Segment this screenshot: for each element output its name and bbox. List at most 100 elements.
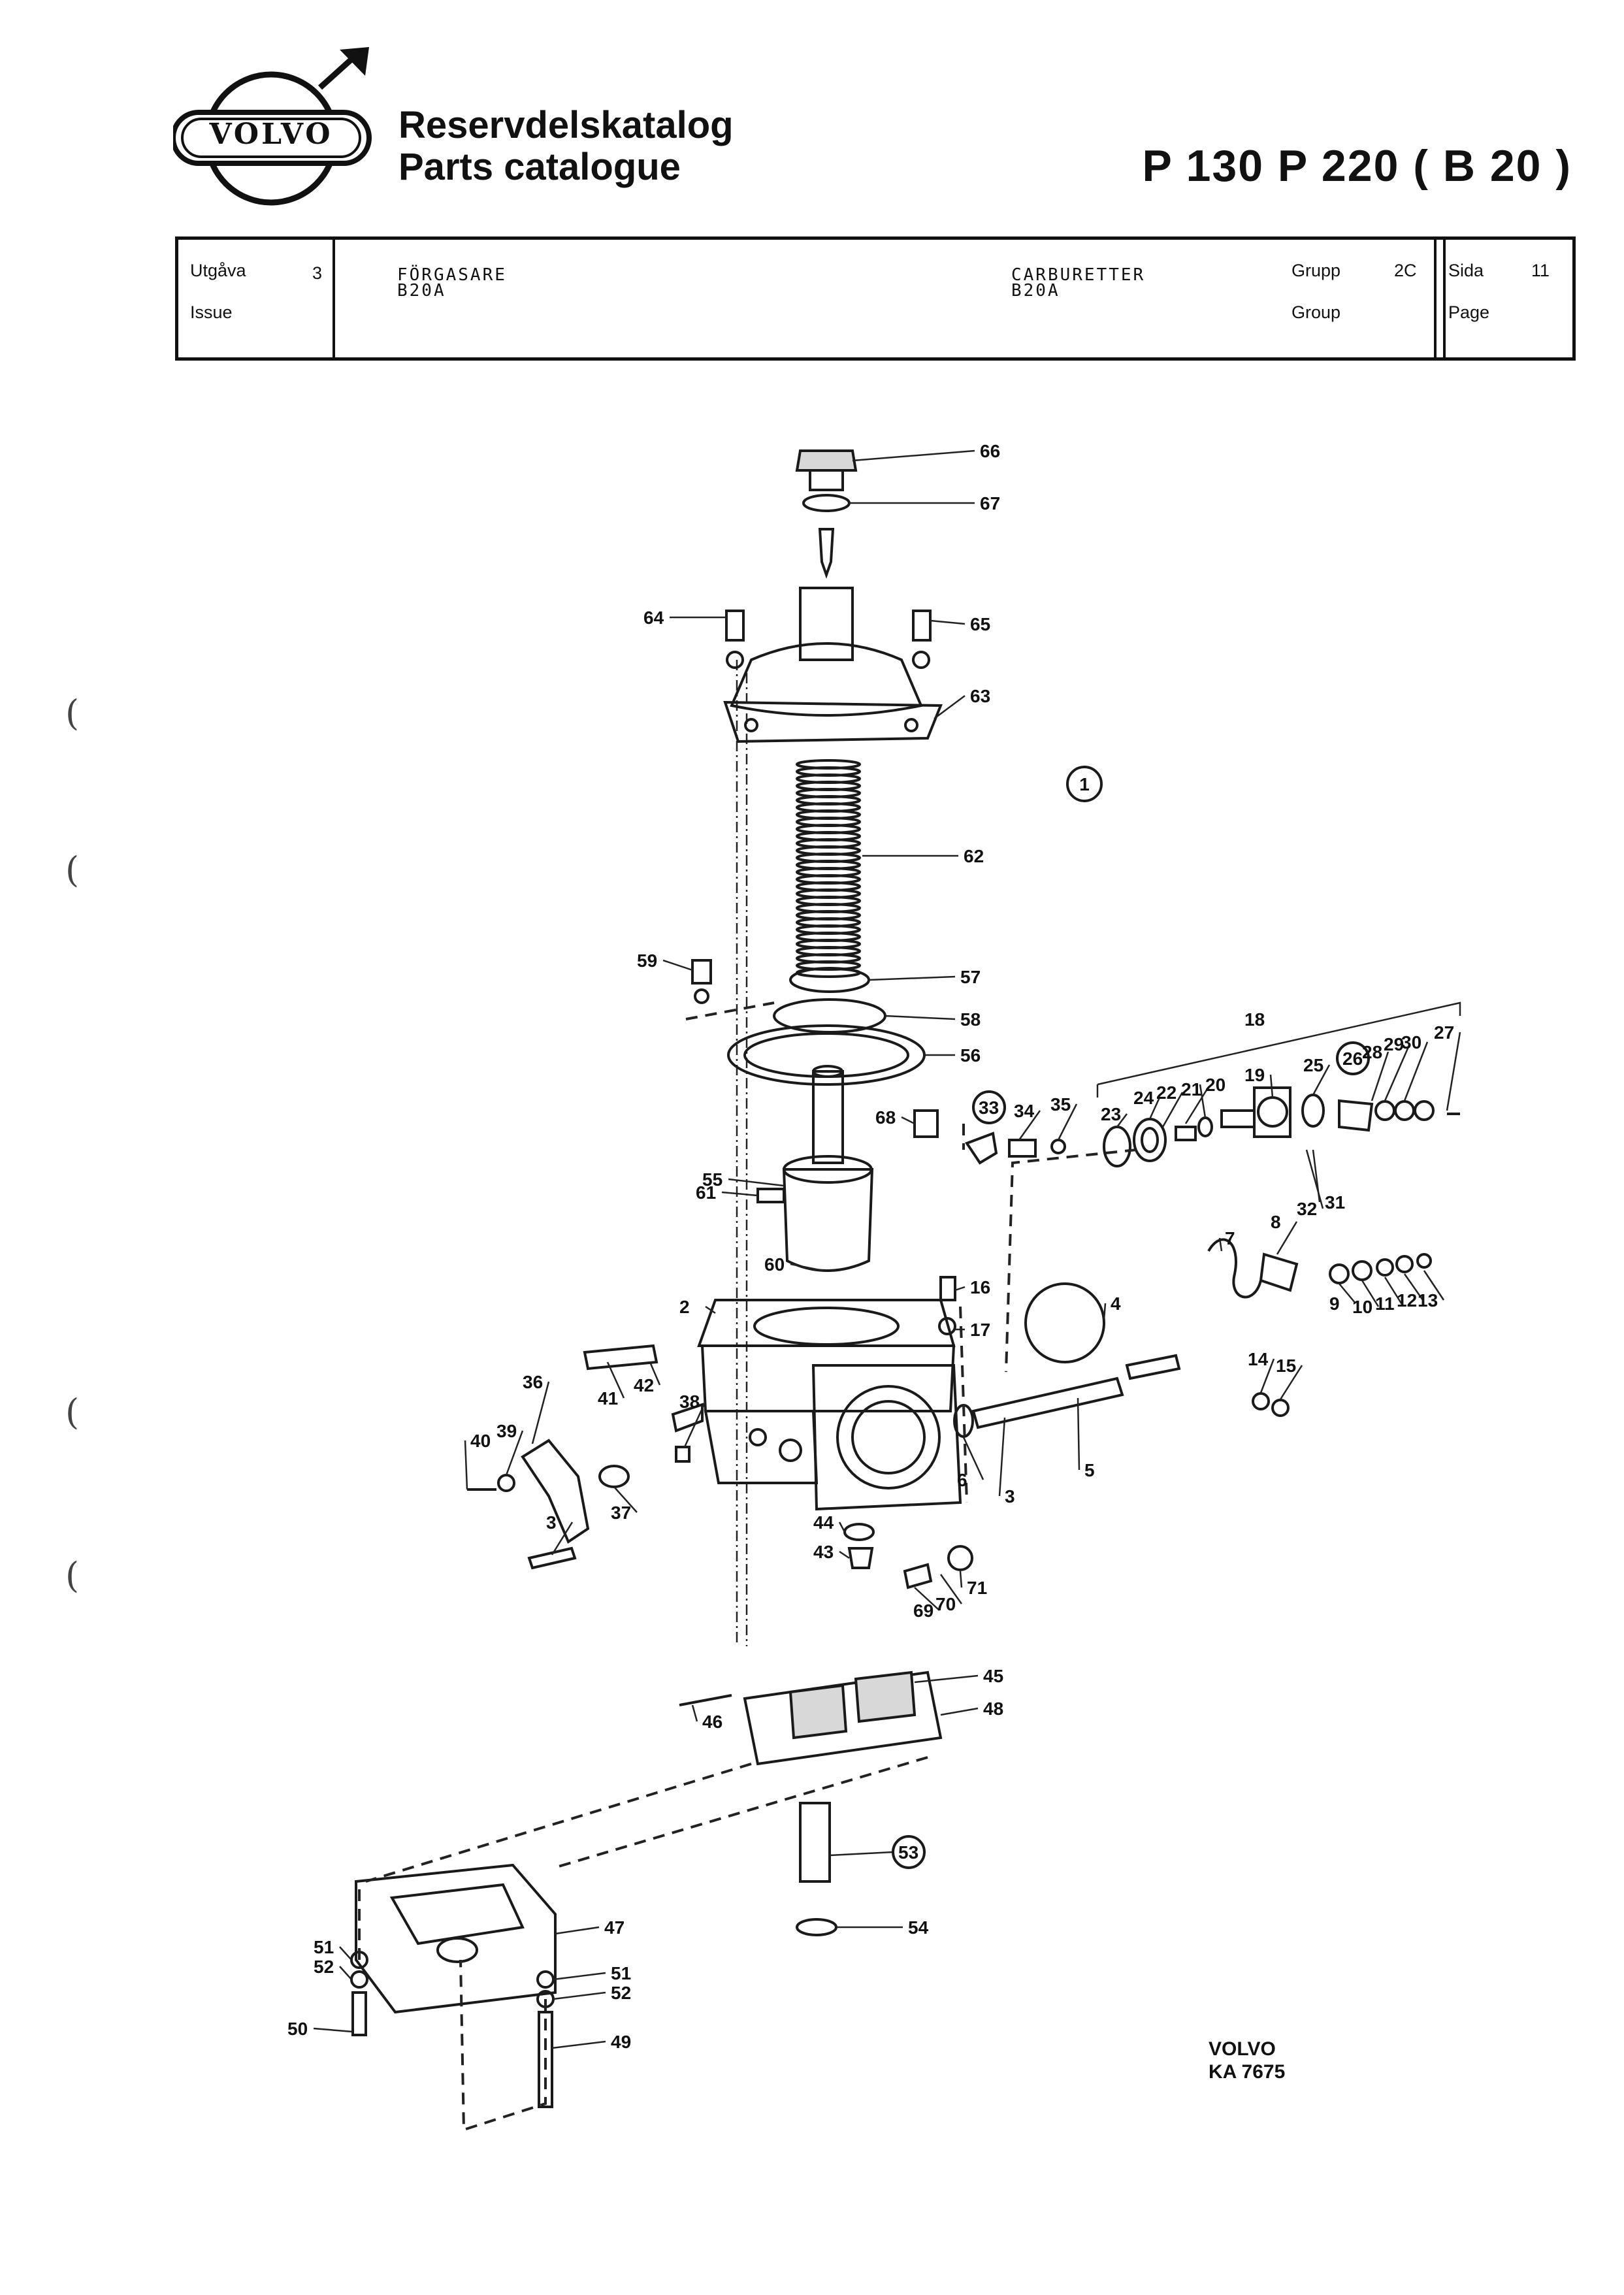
callout-6: 6 [957,1470,967,1490]
part-pin [679,1694,732,1706]
leader-line [662,959,693,971]
leader-line [1305,1149,1324,1209]
leader-line [998,1417,1006,1497]
part-o-ring [802,494,851,512]
leader-line [551,2040,606,2049]
leader-line [1218,1237,1223,1252]
leader-line [1077,1397,1080,1471]
leader-line [930,619,966,625]
leader-line [1116,1113,1128,1128]
callout-42: 42 [634,1375,654,1395]
callout-4: 4 [1111,1294,1121,1314]
issue-label-en: Issue [190,302,233,322]
page-label-en: Page [1448,302,1490,322]
description-sv-line1: FÖRGASARE [397,265,507,285]
callout-33: 33 [979,1098,999,1118]
leader-line [1312,1149,1321,1203]
callout-23: 23 [1101,1104,1121,1124]
binder-hole-mark: ( [65,692,80,734]
leader-line [1384,1277,1403,1304]
leader-line [1446,1032,1461,1111]
callout-52b: 52 [611,1983,631,2003]
leader-line [1312,1064,1331,1096]
exploded-view-drawing: 6667646563625957585618272630292825192021… [287,441,1461,2132]
part-screw [583,1344,658,1371]
callout-2: 2 [679,1297,690,1317]
leader-line [1279,1365,1303,1400]
volvo-logo-icon [173,47,372,206]
leader-line [613,1486,638,1513]
callout-32: 32 [1297,1199,1317,1219]
callout-11: 11 [1375,1294,1395,1314]
leader-line [1018,1110,1041,1141]
callout-48: 48 [983,1699,1003,1719]
leader-line [852,449,975,462]
binder-hole-mark: ( [65,849,80,890]
description-en-line2: B20A [1011,281,1060,301]
callout-circle [972,1090,1006,1124]
footer-brand: VOLVO [1209,2038,1276,2060]
callout-30: 30 [1401,1032,1421,1052]
part-screw [725,610,932,669]
leader-line [1259,1358,1275,1393]
part-throttle-lever [521,1439,590,1544]
leader-line [683,1401,707,1448]
leader-line [339,1966,352,1980]
catalog-title-swedish: Reservdelskatalog [398,104,734,146]
leader-line [1161,1092,1184,1128]
leader-line [829,1851,894,1857]
catalog-title-english: Parts catalogue [398,146,681,188]
callout-41: 41 [598,1388,618,1408]
callout-5: 5 [1084,1460,1095,1480]
leader-line [553,1991,606,2000]
leader-line [901,1116,915,1125]
leader-line [1371,1051,1389,1101]
leader-line [1384,1043,1411,1101]
part-throttle-shaft [971,1376,1124,1429]
description-sv-line2: B20A [397,281,446,301]
leader-line [1339,1283,1356,1304]
leader-line [705,1305,716,1314]
callout-56: 56 [960,1045,981,1066]
callout-20: 20 [1205,1075,1226,1095]
leader-line [1148,1097,1161,1120]
callout-47: 47 [604,1917,625,1938]
callout-7: 7 [1225,1228,1235,1248]
callout-64: 64 [643,608,664,628]
callout-49: 49 [611,2032,631,2052]
callout-29: 29 [1384,1034,1404,1054]
part-washer [843,1523,875,1541]
callout-63: 63 [970,686,990,706]
callout-62: 62 [964,846,984,866]
callout-19: 19 [1244,1065,1265,1085]
group-value: 2C [1394,261,1417,280]
callout-67: 67 [980,493,1000,513]
group-label-en: Group [1291,302,1341,322]
leader-line [555,1926,600,1935]
description-cell: FÖRGASARE B20A CARBURETTER B20A [335,240,1446,357]
leader-line [839,1550,850,1559]
part-cap [795,449,858,491]
leader-line [939,1574,963,1604]
leader-line [313,2027,353,2033]
callout-10: 10 [1352,1297,1372,1317]
callout-15: 15 [1276,1356,1296,1376]
part-needle [818,528,835,579]
callout-46: 46 [702,1712,723,1732]
callout-28: 28 [1362,1042,1382,1062]
group-label-sv: Grupp [1291,261,1341,280]
part-screw [756,1188,785,1203]
figure-number-badge [1066,766,1103,802]
callout-21: 21 [1181,1079,1201,1099]
leader-line [728,1178,785,1187]
part-top-cover [723,587,943,743]
callout-35: 35 [1050,1094,1071,1115]
leader-line [551,1522,574,1555]
callout-44: 44 [813,1512,834,1533]
leader-line [868,975,956,981]
callout-38: 38 [679,1392,700,1412]
leader-line [531,1381,550,1444]
callout-68: 68 [875,1107,896,1128]
callout-25: 25 [1303,1055,1324,1075]
part-carburettor-body [697,1299,962,1511]
